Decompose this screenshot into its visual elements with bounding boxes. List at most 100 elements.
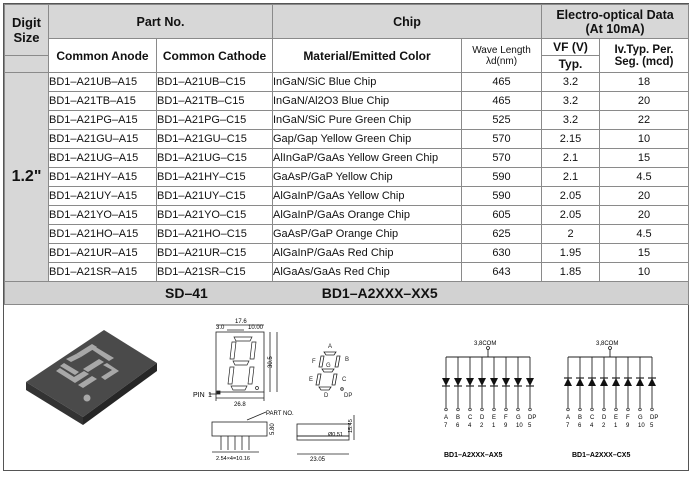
- wavelength-cell: 605: [461, 205, 542, 225]
- circuit-pin-terminal: [492, 407, 496, 412]
- diode-symbol: [636, 378, 644, 386]
- digit-size-value: 1.2": [4, 72, 49, 282]
- circuit-segment-letter: F: [626, 415, 630, 421]
- cathode-part-cell: BD1–A21HY–C15: [156, 167, 273, 187]
- iv-cell: 20: [598, 91, 690, 111]
- circuit-cathode-name: BD1–A2XXX–CX5: [572, 452, 630, 459]
- electro-optical-header: Electro-optical Data (At 10mA): [540, 4, 690, 39]
- wavelength-unit: λd(nm): [485, 55, 518, 67]
- vf-cell: 2.15: [541, 129, 600, 149]
- vf-cell: 2: [541, 224, 600, 244]
- cathode-part-cell: BD1–A21YO–C15: [156, 205, 273, 225]
- cathode-part-cell: BD1–A21GU–C15: [156, 129, 273, 149]
- circuit-pin-number: 9: [626, 423, 630, 429]
- diode-symbol: [490, 378, 498, 386]
- circuit-pin-number: 6: [578, 423, 582, 429]
- anode-part-cell: BD1–A21TB–A15: [48, 91, 157, 111]
- diode-symbol: [624, 378, 632, 386]
- diode-symbol: [502, 378, 510, 386]
- circuit-pin-number: 2: [602, 423, 606, 429]
- vf-cell: 3.2: [541, 72, 600, 92]
- material-cell: Gap/Gap Yellow Green Chip: [272, 129, 462, 149]
- wavelength-cell: 630: [461, 243, 542, 263]
- circuit-pin-number: 1: [492, 423, 496, 429]
- circuit-segment-letter: D: [480, 415, 485, 421]
- vf-cell: 3.2: [541, 91, 600, 111]
- front-view-drawing: [209, 324, 278, 401]
- circuit-segment-letter: DP: [528, 415, 536, 421]
- anode-part-cell: BD1–A21SR–A15: [48, 262, 157, 282]
- common-cathode-header: Common Cathode: [156, 38, 273, 73]
- wavelength-cell: 525: [461, 110, 542, 130]
- circuit-pin-terminal: [480, 407, 484, 412]
- segment-letter-c: C: [342, 377, 347, 383]
- vf-cell: 2.1: [541, 148, 600, 168]
- circuit-pin-number: 6: [456, 423, 460, 429]
- iv-cell: 15: [598, 148, 690, 168]
- segment-letter-a: A: [328, 344, 332, 350]
- diagram-svg: 17.6 3.0 10.00 30.5 26.8 PIN 1 A B C: [26, 319, 658, 463]
- anode-part-cell: BD1–A21UB–A15: [48, 72, 157, 92]
- circuit-pin-terminal: [602, 407, 606, 412]
- anode-part-cell: BD1–A21GU–A15: [48, 129, 157, 149]
- circuit-pin-terminal: [590, 407, 594, 412]
- iv-cell: 10: [598, 262, 690, 282]
- iv-cell: 22: [598, 110, 690, 130]
- circuit-pin-terminal: [504, 407, 508, 412]
- circuit-pin-number: 7: [444, 423, 448, 429]
- chip-header: Chip: [272, 4, 542, 39]
- circuit-pin-terminal: [516, 407, 520, 412]
- anode-part-cell: BD1–A21UR–A15: [48, 243, 157, 263]
- dim-side: 5.80: [270, 423, 276, 435]
- segment-letter-d: D: [324, 393, 329, 399]
- iv-subtitle: Seg. (mcd): [614, 55, 674, 68]
- circuit-pin-number: 1: [614, 423, 618, 429]
- wavelength-cell: 465: [461, 91, 542, 111]
- circuit-segment-letter: F: [504, 415, 508, 421]
- circuit-pin-terminal: [444, 407, 448, 412]
- circuit-pin-number: 5: [650, 423, 654, 429]
- circuit-segment-letter: C: [590, 415, 595, 421]
- segment-letters: A B C D E F G DP: [309, 344, 352, 399]
- iv-cell: 20: [598, 186, 690, 206]
- circuit-pin-number: 10: [638, 423, 645, 429]
- diode-symbol: [442, 378, 450, 386]
- diode-symbol: [478, 378, 486, 386]
- material-cell: AlGaInP/GaAs Red Chip: [272, 243, 462, 263]
- circuit-segment-letter: D: [602, 415, 607, 421]
- circuit-pin-number: 7: [566, 423, 570, 429]
- cathode-part-cell: BD1–A21SR–C15: [156, 262, 273, 282]
- material-cell: InGaN/SiC Blue Chip: [272, 72, 462, 92]
- vf-cell: 2.05: [541, 205, 600, 225]
- diode-symbol: [526, 378, 534, 386]
- wavelength-cell: 570: [461, 148, 542, 168]
- circuit-anode-name: BD1–A2XXX–AX5: [444, 452, 502, 459]
- circuit-pin-number: 2: [480, 423, 484, 429]
- cathode-part-cell: BD1–A21UG–C15: [156, 148, 273, 168]
- iv-cell: 4.5: [598, 224, 690, 244]
- circuit-anode-com: 3,8COM: [474, 341, 496, 347]
- diode-symbol: [514, 378, 522, 386]
- circuit-segment-letter: C: [468, 415, 473, 421]
- iv-cell: 20: [598, 205, 690, 225]
- dim-10: 10.00: [248, 325, 264, 331]
- anode-part-cell: BD1–A21YO–A15: [48, 205, 157, 225]
- part-no-label: PART NO.: [266, 411, 294, 417]
- anode-part-cell: BD1–A21HO–A15: [48, 224, 157, 244]
- material-cell: AlGaInP/GaAs Yellow Chip: [272, 186, 462, 206]
- segment-letter-e: E: [309, 377, 313, 383]
- dim-height: 30.5: [268, 356, 274, 368]
- diode-symbol: [466, 378, 474, 386]
- circuit-pin-terminal: [626, 407, 630, 412]
- dim-pin-len: 15.45: [348, 419, 354, 433]
- package-bar-cell: SD–41 BD1–A2XXX–XX5: [3, 281, 690, 305]
- diode-symbol: [454, 378, 462, 386]
- diagram-area: 17.6 3.0 10.00 30.5 26.8 PIN 1 A B C: [4, 305, 688, 466]
- circuit-pin-number: 4: [468, 423, 472, 429]
- iv-cell: 4.5: [598, 167, 690, 187]
- circuit-segment-letter: B: [578, 415, 582, 421]
